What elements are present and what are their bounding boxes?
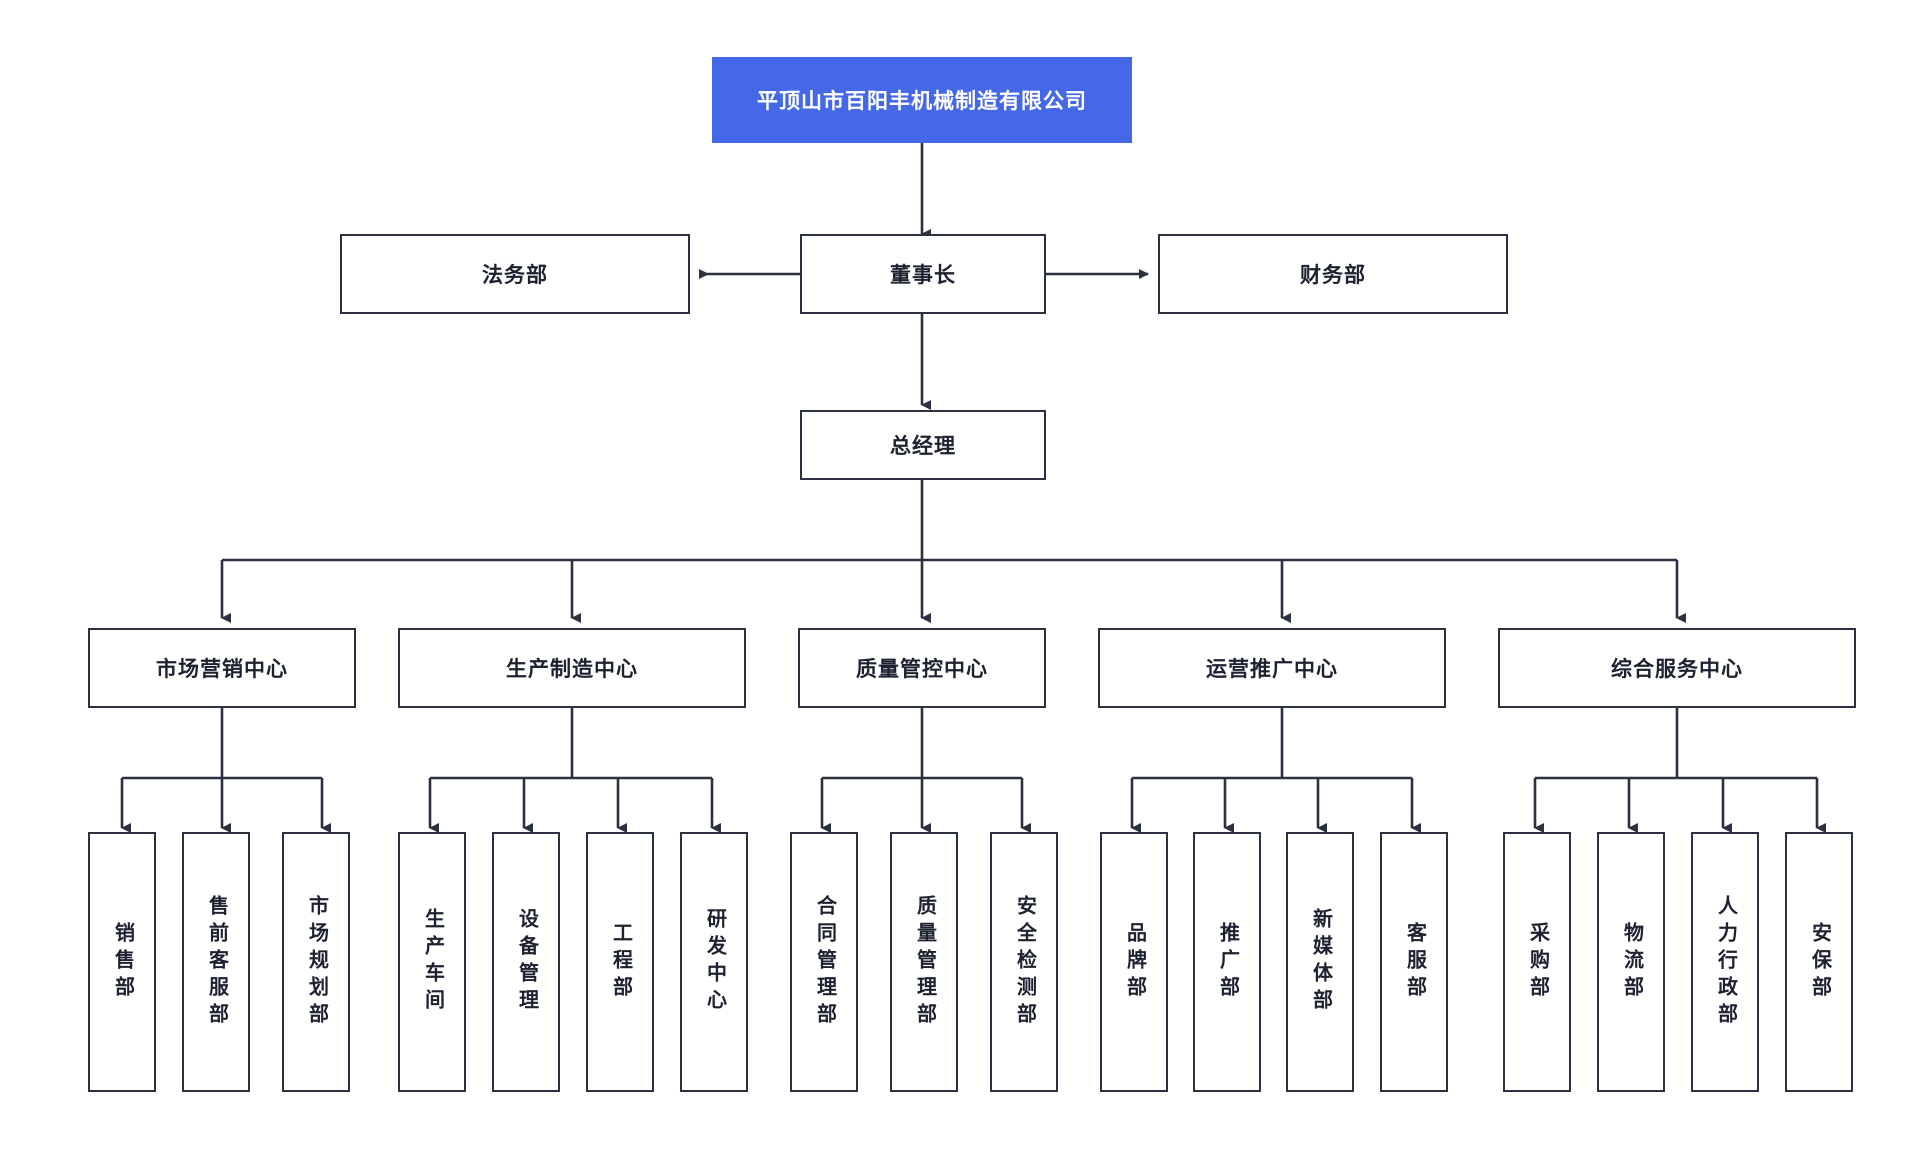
node-leaf-equipment-management[interactable]: 设备管理 [492, 832, 560, 1092]
node-leaf-procurement-label: 采购部 [1526, 921, 1549, 1003]
node-leaf-promotion[interactable]: 推广部 [1193, 832, 1261, 1092]
node-leaf-sales-label: 销售部 [111, 921, 134, 1003]
node-chairman-label: 董事长 [890, 264, 956, 287]
node-chairman[interactable]: 董事长 [800, 234, 1046, 314]
node-center-quality-label: 质量管控中心 [856, 658, 988, 681]
node-legal-dept[interactable]: 法务部 [340, 234, 690, 314]
node-company-root-label: 平顶山市百阳丰机械制造有限公司 [757, 90, 1087, 113]
node-leaf-contract-management[interactable]: 合同管理部 [790, 832, 858, 1092]
node-leaf-security-label: 安保部 [1808, 921, 1831, 1003]
node-leaf-customer-service[interactable]: 客服部 [1380, 832, 1448, 1092]
node-finance-dept-label: 财务部 [1300, 264, 1366, 287]
node-general-manager-label: 总经理 [890, 435, 956, 458]
node-leaf-contract-management-label: 合同管理部 [813, 894, 836, 1030]
node-leaf-new-media-label: 新媒体部 [1309, 908, 1332, 1016]
node-company-root[interactable]: 平顶山市百阳丰机械制造有限公司 [712, 57, 1132, 143]
node-leaf-rd-center-label: 研发中心 [703, 908, 726, 1016]
node-leaf-hr-admin-label: 人力行政部 [1714, 894, 1737, 1030]
node-center-manufacturing-label: 生产制造中心 [506, 658, 638, 681]
node-center-operations[interactable]: 运营推广中心 [1098, 628, 1446, 708]
node-leaf-logistics[interactable]: 物流部 [1597, 832, 1665, 1092]
node-leaf-safety-inspection-label: 安全检测部 [1013, 894, 1036, 1030]
node-leaf-new-media[interactable]: 新媒体部 [1286, 832, 1354, 1092]
node-leaf-market-planning[interactable]: 市场规划部 [282, 832, 350, 1092]
node-center-marketing[interactable]: 市场营销中心 [88, 628, 356, 708]
node-center-marketing-label: 市场营销中心 [156, 658, 288, 681]
node-leaf-brand-label: 品牌部 [1123, 921, 1146, 1003]
node-leaf-production-workshop-label: 生产车间 [421, 908, 444, 1016]
node-leaf-sales[interactable]: 销售部 [88, 832, 156, 1092]
node-leaf-security[interactable]: 安保部 [1785, 832, 1853, 1092]
node-leaf-engineering-label: 工程部 [609, 921, 632, 1003]
node-leaf-promotion-label: 推广部 [1216, 921, 1239, 1003]
node-center-services-label: 综合服务中心 [1611, 658, 1743, 681]
node-leaf-engineering[interactable]: 工程部 [586, 832, 654, 1092]
node-center-quality[interactable]: 质量管控中心 [798, 628, 1046, 708]
node-leaf-logistics-label: 物流部 [1620, 921, 1643, 1003]
node-leaf-brand[interactable]: 品牌部 [1100, 832, 1168, 1092]
node-center-services[interactable]: 综合服务中心 [1498, 628, 1856, 708]
node-center-manufacturing[interactable]: 生产制造中心 [398, 628, 746, 708]
node-leaf-hr-admin[interactable]: 人力行政部 [1691, 832, 1759, 1092]
node-legal-dept-label: 法务部 [482, 264, 548, 287]
node-leaf-market-planning-label: 市场规划部 [305, 894, 328, 1030]
node-leaf-rd-center[interactable]: 研发中心 [680, 832, 748, 1092]
node-leaf-equipment-management-label: 设备管理 [515, 908, 538, 1016]
node-leaf-presales-service-label: 售前客服部 [205, 894, 228, 1030]
node-leaf-quality-management-label: 质量管理部 [913, 894, 936, 1030]
node-leaf-presales-service[interactable]: 售前客服部 [182, 832, 250, 1092]
node-leaf-customer-service-label: 客服部 [1403, 921, 1426, 1003]
node-leaf-quality-management[interactable]: 质量管理部 [890, 832, 958, 1092]
node-general-manager[interactable]: 总经理 [800, 410, 1046, 480]
node-leaf-procurement[interactable]: 采购部 [1503, 832, 1571, 1092]
node-center-operations-label: 运营推广中心 [1206, 658, 1338, 681]
node-finance-dept[interactable]: 财务部 [1158, 234, 1508, 314]
node-leaf-production-workshop[interactable]: 生产车间 [398, 832, 466, 1092]
node-leaf-safety-inspection[interactable]: 安全检测部 [990, 832, 1058, 1092]
